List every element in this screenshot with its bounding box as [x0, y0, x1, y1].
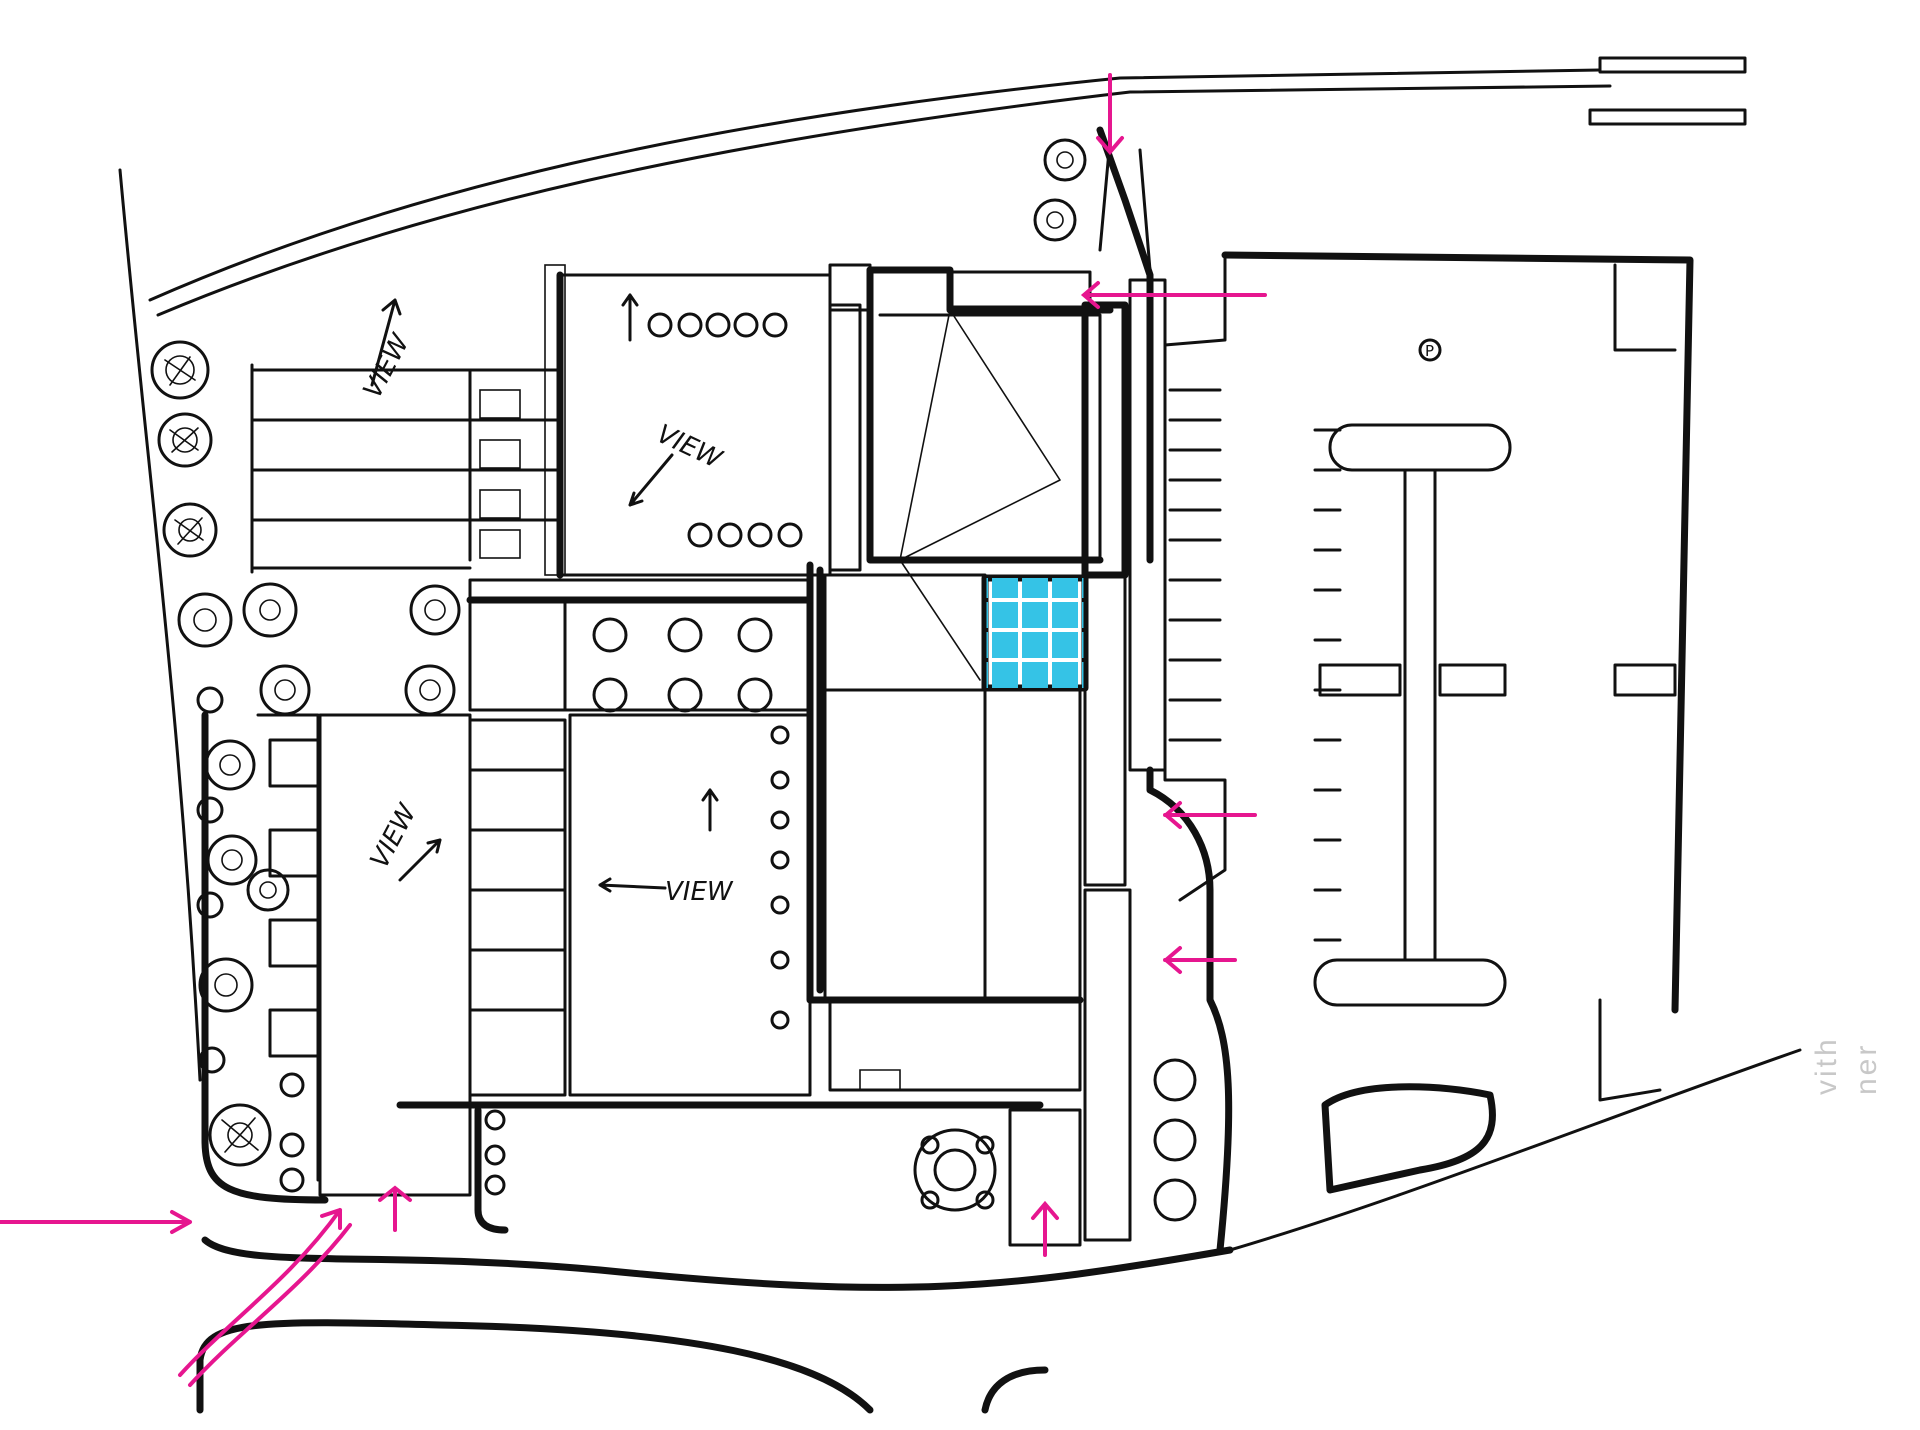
north-courtyard: VIEW — [544, 264, 862, 579]
watermark: vith ner — [1810, 1036, 1883, 1095]
access-arrows — [0, 73, 1267, 1387]
street-edges — [118, 56, 1802, 1414]
entry-arrow-icon — [378, 1185, 412, 1232]
watermark-line: ner — [1850, 1043, 1883, 1095]
shrub-symbol-icon — [196, 686, 305, 1193]
shrub-symbol-icon — [770, 725, 790, 1030]
entry-arrow-icon — [1080, 281, 1267, 309]
north-arrow-icon — [370, 298, 402, 387]
south-planter — [396, 1101, 1082, 1247]
shrub-symbol-icon — [647, 312, 803, 548]
north-arrow-icon — [621, 293, 639, 342]
tree-symbol-icon — [157, 412, 213, 468]
view-label: VIEW — [665, 877, 734, 907]
shrub-symbol-icon — [484, 1109, 506, 1196]
tree-symbol-icon — [259, 664, 311, 716]
tree-symbol-icon — [177, 592, 233, 648]
view-label: VIEW — [358, 328, 417, 403]
tree-symbol-icon — [1153, 1058, 1197, 1222]
tree-symbol-icon — [206, 834, 258, 886]
entry-arrow-icon — [1162, 801, 1257, 829]
tree-symbol-icon — [198, 957, 254, 1013]
north-arrow-icon — [701, 788, 719, 832]
view-label: VIEW — [365, 798, 424, 873]
tree-symbol-icon — [150, 340, 210, 400]
west-planting-strip — [150, 340, 329, 1204]
tree-symbol-icon — [162, 502, 218, 558]
west-terrace: VIEW — [318, 713, 472, 1197]
central-plaza: VIEW — [404, 578, 814, 1097]
entry-arrow-icon — [1031, 1200, 1059, 1257]
shrub-symbol-icon — [592, 617, 773, 713]
entry-arrow-icon — [1096, 73, 1124, 156]
nw-lawn: VIEW — [250, 298, 562, 574]
parking-lot: P — [1163, 251, 1694, 1194]
tree-symbol-icon — [208, 1103, 272, 1167]
main-building — [806, 263, 1129, 1092]
tree-symbol-icon — [913, 1128, 997, 1212]
entry-arrow-icon — [1162, 946, 1237, 974]
tree-symbol-icon — [242, 582, 298, 638]
tree-symbol-icon — [404, 584, 461, 716]
tree-symbol-icon — [246, 868, 290, 912]
parking-mark: P — [1425, 342, 1434, 360]
watermark-line: vith — [1810, 1036, 1843, 1095]
entry-arrow-icon — [178, 1208, 342, 1377]
shrub-symbol-icon — [1033, 138, 1087, 242]
entry-arrow-icon — [0, 1210, 192, 1234]
tree-symbol-icon — [204, 739, 256, 791]
